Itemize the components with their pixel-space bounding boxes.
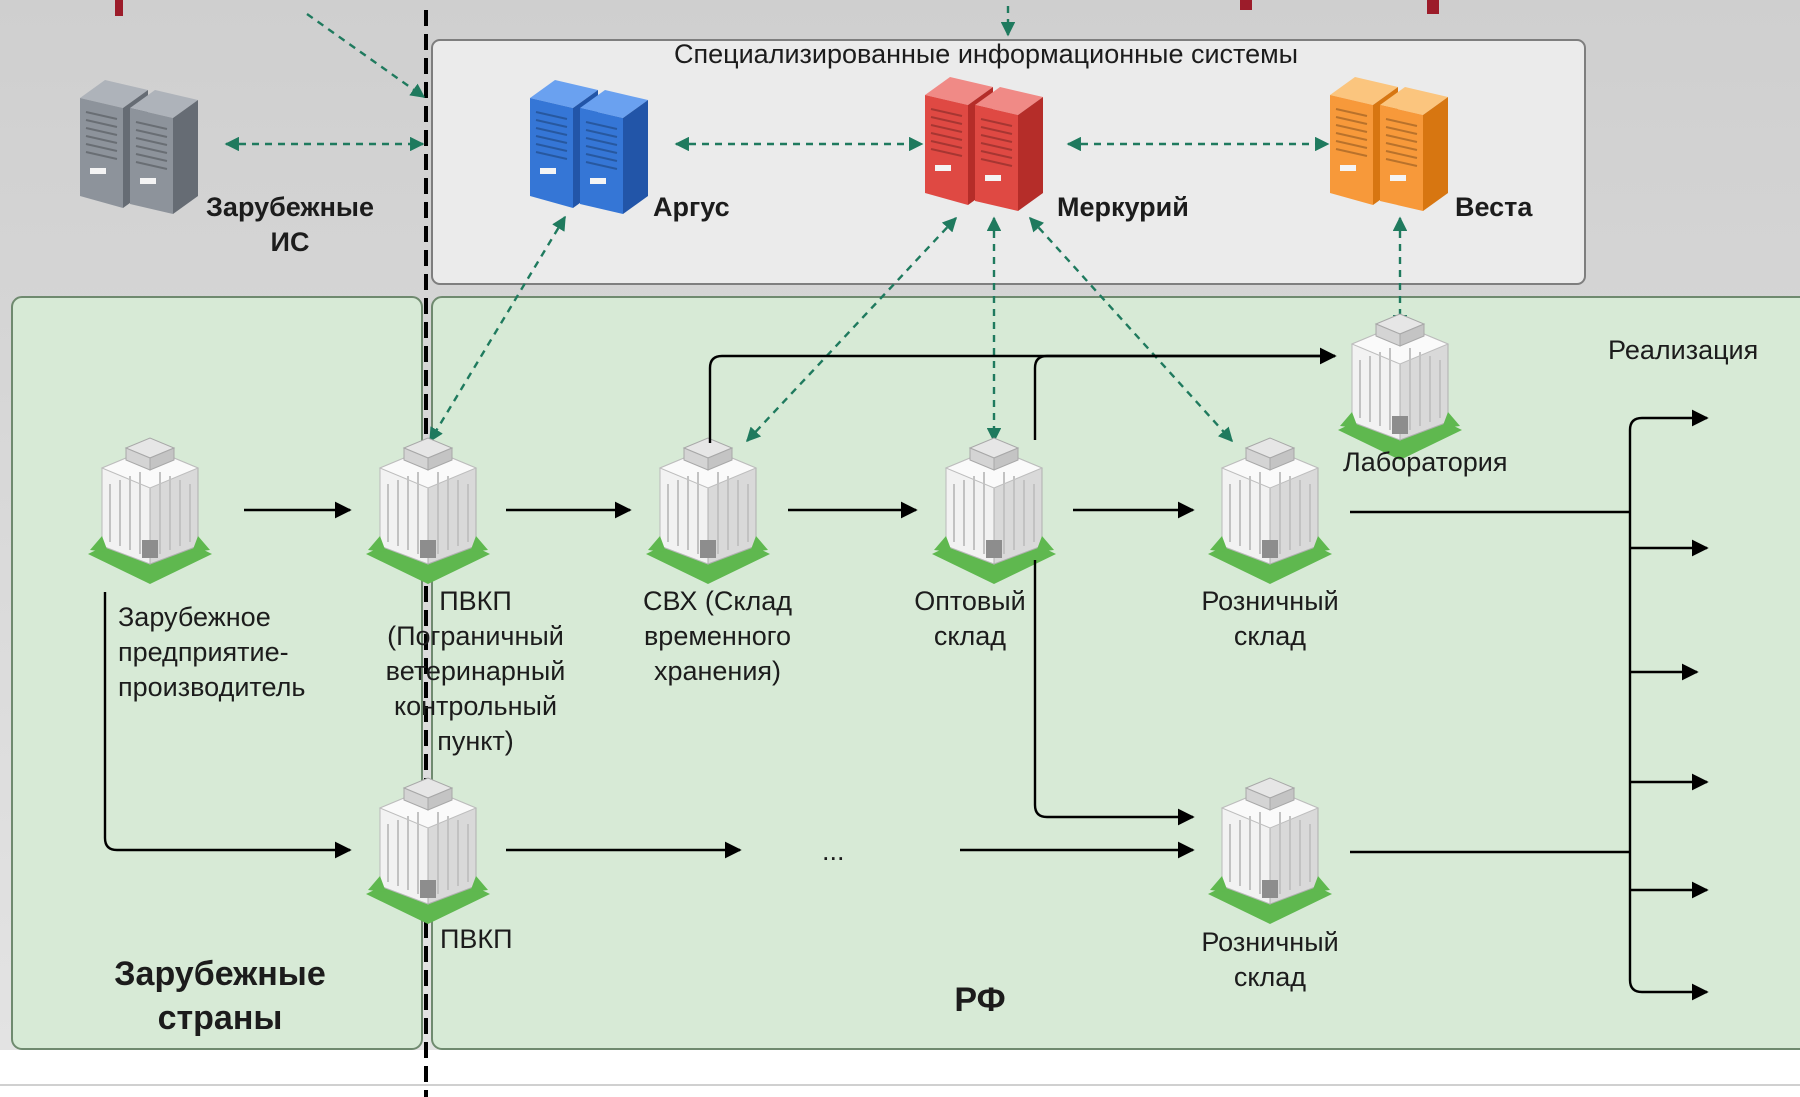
argus-server-icon	[529, 79, 649, 215]
producer-label: Зарубежное предприятие-производитель	[118, 602, 306, 702]
svh-label: СВХ (Склад временного хранения)	[643, 586, 792, 686]
retail-2-label: Розничный склад	[1201, 927, 1339, 992]
vesta-label: Веста	[1455, 192, 1533, 222]
foreign-is-label: Зарубежные ИС	[206, 192, 374, 257]
region-rf-label: РФ	[954, 981, 1006, 1019]
realization-bus	[1628, 409, 1709, 1001]
heading-fragment-mid	[1240, 0, 1252, 10]
link-mercury-retail	[1029, 216, 1233, 443]
flow-wholesale-lab	[1033, 354, 1335, 440]
flow-wholesale-retail2	[1033, 560, 1195, 826]
mercury-server-icon	[924, 76, 1044, 212]
heading-fragment-right	[1427, 0, 1439, 14]
link-argus-pvkp	[428, 215, 567, 443]
lab-label: Лаборатория	[1343, 447, 1508, 477]
heading-fragment-left	[115, 0, 123, 16]
ellipsis-label: ...	[822, 836, 845, 866]
bottom-strip	[0, 1050, 1800, 1097]
argus-label: Аргус	[653, 192, 730, 222]
is-panel-title: Специализированные информационные систем…	[674, 39, 1299, 69]
pvkp-main-label: ПВКП (Пограничный ветеринарный контрольн…	[385, 586, 566, 756]
wholesale-label: Оптовый склад	[914, 586, 1026, 651]
region-foreign-label: Зарубежные страны	[114, 955, 326, 1037]
realization-label: Реализация	[1608, 335, 1759, 365]
pvkp-2-label: ПВКП	[440, 924, 513, 954]
retail-1-label: Розничный склад	[1201, 586, 1339, 651]
vesta-server-icon	[1329, 76, 1449, 212]
flow-producer-pvkp2	[103, 592, 352, 859]
mercury-label: Меркурий	[1057, 192, 1189, 222]
link-incoming-top	[306, 13, 426, 98]
foreign-is-server-icon	[79, 79, 199, 215]
flow-svh-lab	[708, 347, 1337, 443]
